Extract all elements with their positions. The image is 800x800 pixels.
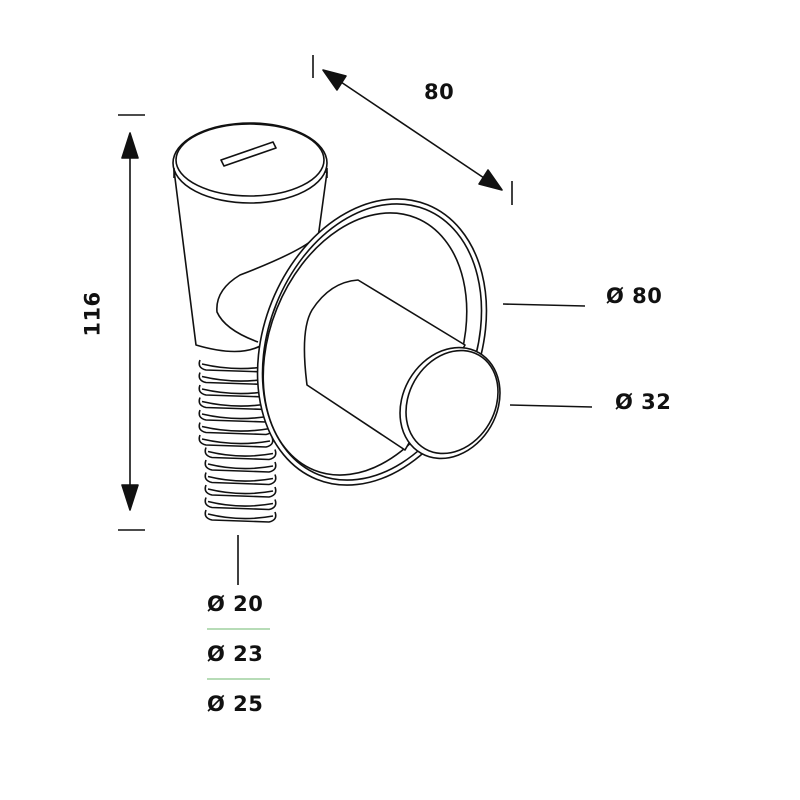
outlet-leader-line — [509, 404, 593, 408]
hose-rib-highlight — [207, 488, 274, 495]
hose-diameter-label-2: Ø 23 — [207, 642, 264, 666]
hose-rib-highlight — [207, 513, 274, 520]
height-label: 116 — [80, 291, 105, 337]
height-dimension — [118, 114, 145, 531]
outlet-pipe — [303, 279, 501, 460]
outlet-diameter-label: Ø 32 — [615, 390, 672, 414]
hose-rib-highlight — [207, 500, 274, 507]
hose-rib-highlight — [207, 463, 274, 470]
hose-rib-highlight — [201, 438, 271, 445]
cap-slot — [220, 141, 277, 167]
depth-label: 80 — [424, 80, 455, 104]
hose-rib-highlight — [207, 475, 274, 482]
depth-dimension — [312, 55, 513, 205]
hose-rib-highlight — [207, 450, 274, 457]
flange-diameter-label: Ø 80 — [606, 284, 663, 308]
hose-diameter-label-1: Ø 20 — [207, 592, 264, 616]
ribbed-hose — [198, 350, 277, 523]
flange-leader-line — [502, 303, 586, 307]
hose-diameter-label-3: Ø 25 — [207, 692, 264, 716]
hose-rib-highlight — [201, 425, 271, 432]
